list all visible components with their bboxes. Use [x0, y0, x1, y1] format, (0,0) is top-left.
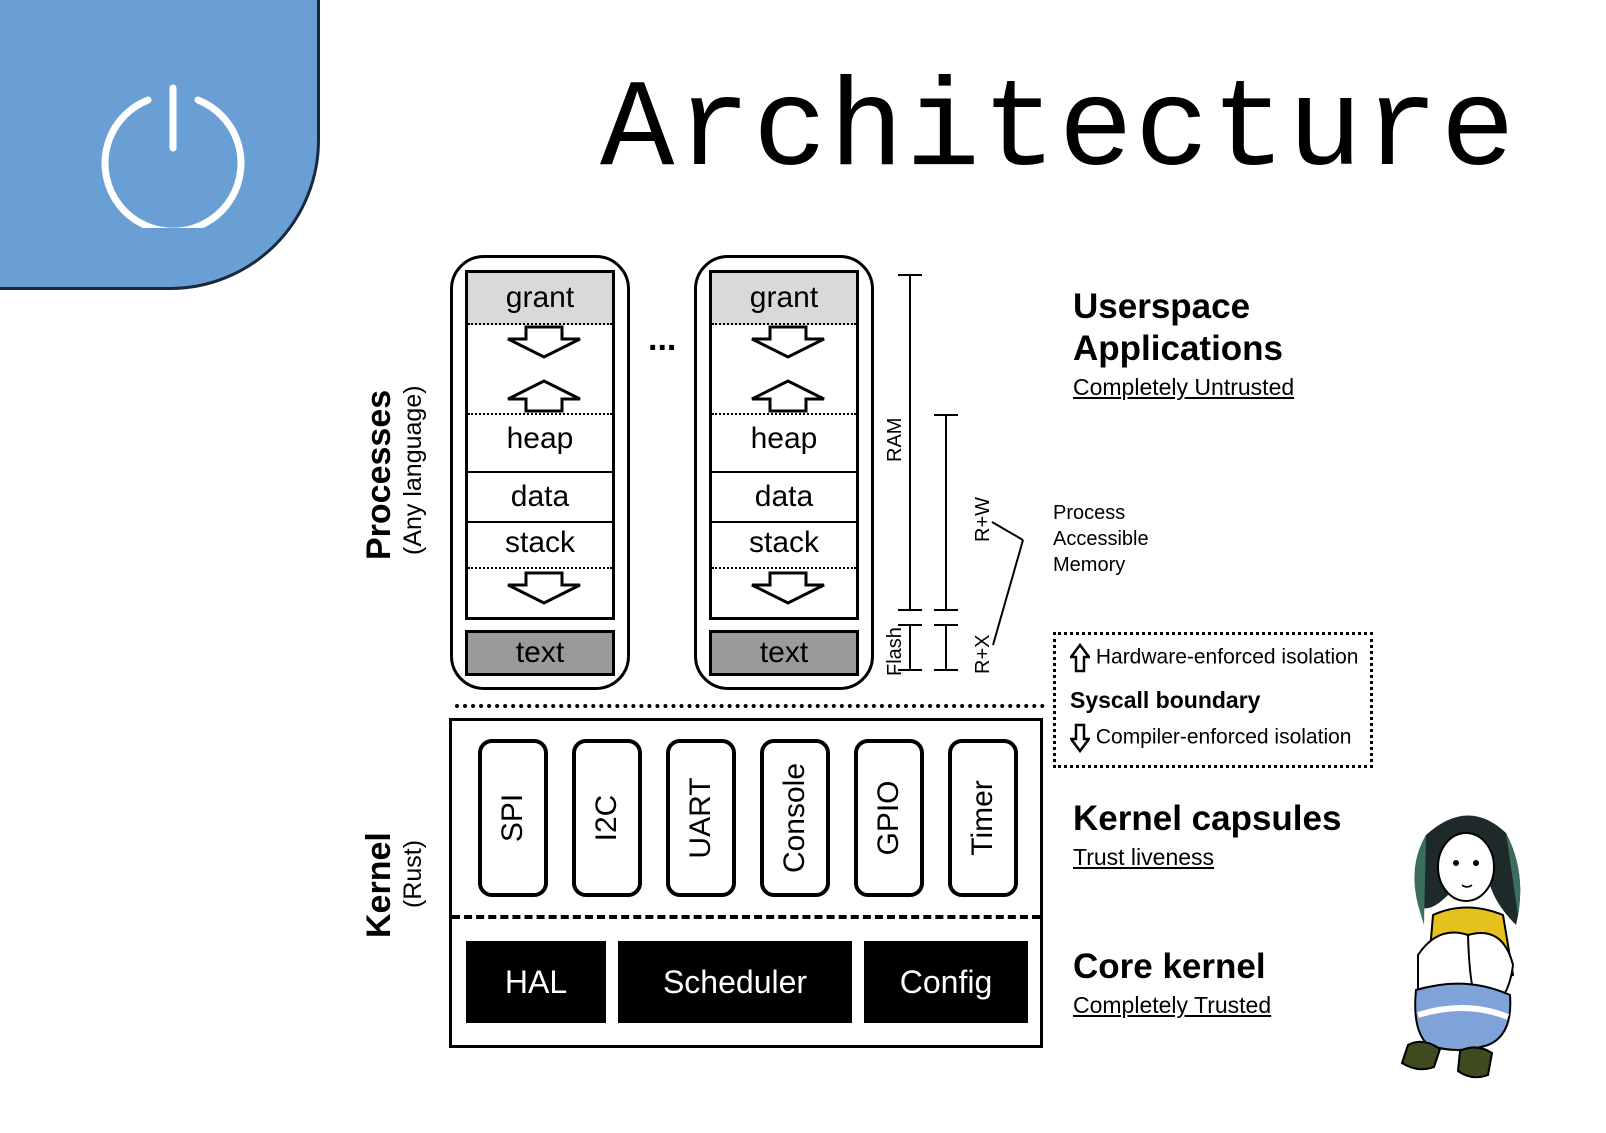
arrow-down-icon: [751, 571, 825, 605]
capsule-label: Timer: [966, 780, 999, 856]
page-title: Architecture: [600, 62, 1517, 202]
syscall-boundary-label: Syscall boundary: [1070, 687, 1261, 713]
arrow-down-icon: [507, 571, 581, 605]
process-column-1: grant heap data stack text: [450, 255, 630, 690]
processes-label-group: Processes (Any language): [360, 385, 428, 560]
core-trust: Completely Trusted: [1073, 992, 1272, 1018]
capsule-core-divider: [452, 915, 1040, 919]
accessible-line-2: Accessible: [1053, 528, 1149, 550]
arrow-up-icon: [507, 379, 581, 413]
core-hal: HAL: [466, 941, 606, 1023]
logo-tab: [0, 0, 320, 290]
mascot-illustration: [1400, 815, 1521, 1079]
data-region: data: [712, 473, 856, 523]
compiler-isolation-row: Compiler-enforced isolation: [1068, 723, 1352, 754]
hardware-isolation-row: Hardware-enforced isolation: [1068, 642, 1359, 673]
arrow-up-icon: [1068, 642, 1092, 673]
arrow-down-icon: [507, 325, 581, 359]
rx-label: R+X: [972, 634, 994, 674]
heap-region: heap: [712, 413, 856, 473]
process-memory-2: grant heap data stack: [709, 270, 859, 620]
more-processes: ...: [648, 320, 677, 358]
arrow-up-icon: [751, 379, 825, 413]
userspace-trust: Completely Untrusted: [1073, 374, 1295, 400]
text-region: text: [465, 630, 615, 676]
core-scheduler: Scheduler: [618, 941, 852, 1023]
core-config: Config: [864, 941, 1028, 1023]
text-region: text: [709, 630, 859, 676]
kernel-label: Kernel: [360, 832, 398, 938]
capsules-trust: Trust liveness: [1073, 844, 1215, 870]
capsule-label: GPIO: [872, 780, 905, 856]
power-icon: [101, 84, 245, 228]
arrow-down-icon: [1068, 723, 1092, 754]
stack-region: stack: [712, 523, 856, 569]
hardware-isolation-label: Hardware-enforced isolation: [1095, 645, 1359, 669]
capsule-uart: UART: [666, 739, 736, 897]
data-region: data: [468, 473, 612, 523]
arrow-down-icon: [751, 325, 825, 359]
accessible-line-1: Process: [1053, 502, 1126, 524]
isolation-legend: Hardware-enforced isolation Syscall boun…: [1053, 632, 1373, 768]
capsule-i2c: I2C: [572, 739, 642, 897]
stack-region: stack: [468, 523, 612, 569]
compiler-isolation-label: Compiler-enforced isolation: [1095, 725, 1352, 749]
kernel-box: SPI I2C UART Console GPIO Timer HAL Sche…: [449, 718, 1043, 1048]
grant-region: grant: [712, 273, 856, 325]
capsules-heading: Kernel capsules: [1073, 799, 1342, 838]
capsule-label: I2C: [590, 794, 623, 842]
capsule-gpio: GPIO: [854, 739, 924, 897]
accessible-line-3: Memory: [1053, 554, 1126, 576]
grant-region: grant: [468, 273, 612, 325]
capsule-timer: Timer: [948, 739, 1018, 897]
processes-label: Processes: [360, 389, 398, 560]
rw-label: R+W: [972, 497, 994, 542]
processes-sublabel: (Any language): [399, 385, 427, 555]
capsule-label: SPI: [496, 793, 529, 843]
process-column-2: grant heap data stack text: [694, 255, 874, 690]
process-memory-1: grant heap data stack: [465, 270, 615, 620]
heap-region: heap: [468, 413, 612, 473]
userspace-heading: Userspace Applications: [1073, 286, 1283, 370]
capsule-label: Console: [778, 762, 811, 874]
capsule-spi: SPI: [478, 739, 548, 897]
ram-label: RAM: [884, 417, 906, 462]
userspace-heading-line-1: Userspace: [1073, 287, 1251, 326]
flash-label: Flash: [884, 627, 906, 676]
kernel-sublabel: (Rust): [399, 839, 427, 908]
capsule-label: UART: [684, 777, 717, 859]
userspace-heading-line-2: Applications: [1073, 329, 1284, 368]
capsule-console: Console: [760, 739, 830, 897]
memory-brackets: [898, 274, 1024, 671]
core-heading: Core kernel: [1073, 947, 1266, 986]
kernel-label-group: Kernel (Rust): [360, 832, 428, 938]
syscall-boundary-line: [455, 704, 1045, 708]
process-accessible-memory: Process Accessible Memory: [1053, 500, 1149, 578]
